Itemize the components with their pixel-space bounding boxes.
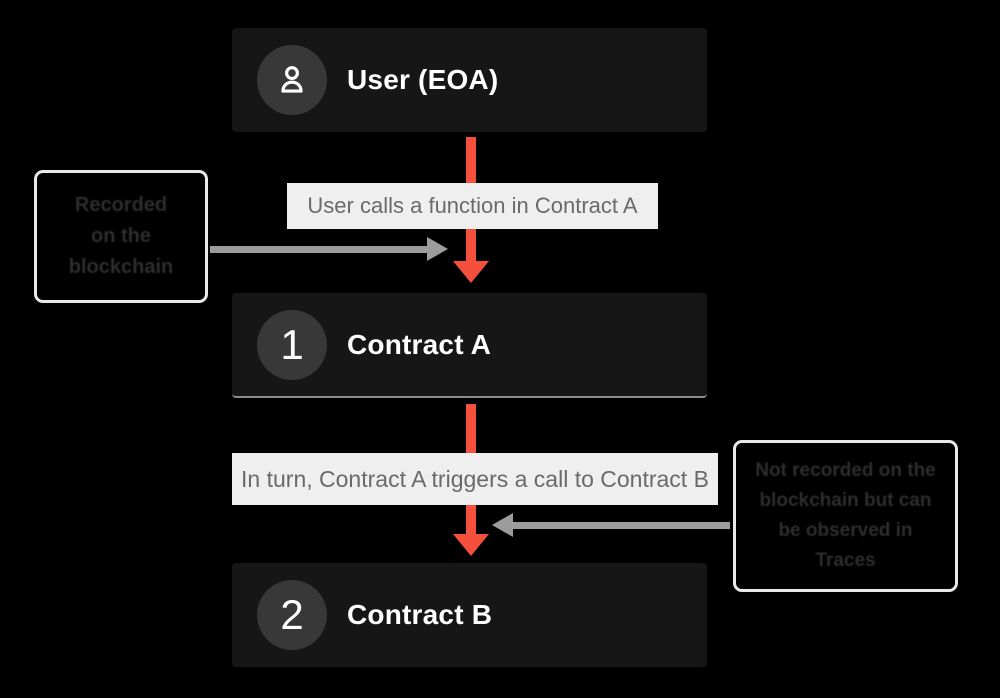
annotation-line: blockchain: [68, 256, 174, 278]
side-arrow-traces-head: [492, 513, 513, 537]
annotation-line: Traces: [815, 550, 876, 571]
edge-label-user-calls: User calls a function in Contract A: [287, 183, 658, 229]
node-user-title: User (EOA): [347, 64, 499, 95]
node-contract-b-title: Contract B: [347, 599, 493, 630]
user-icon: [273, 61, 311, 99]
annotation-line: Not recorded on the: [755, 460, 936, 481]
user-avatar-circle: [257, 45, 327, 115]
node-user-eoa: User (EOA): [232, 28, 707, 132]
annotation-line: be observed in: [778, 520, 913, 541]
annotation-line: blockchain but can: [759, 490, 932, 511]
step-number: 2: [280, 591, 304, 638]
annotation-line: on the: [91, 225, 151, 247]
step-badge-1: 1: [257, 309, 327, 380]
side-arrow-traces-stem: [513, 522, 730, 529]
annotation-not-recorded-traces: Not recorded on the blockchain but can b…: [733, 440, 958, 592]
side-arrow-recorded-stem: [210, 246, 427, 253]
step-number: 1: [280, 320, 304, 368]
node-contract-b: 2 Contract B: [232, 563, 707, 667]
flow-arrow-user-to-a-head: [453, 261, 489, 283]
flow-arrow-a-to-b-head: [453, 534, 489, 556]
node-contract-a-title: Contract A: [347, 328, 492, 360]
node-contract-a: 1 Contract A: [232, 293, 707, 398]
annotation-recorded-on-blockchain: Recorded on the blockchain: [34, 170, 208, 303]
step-badge-2: 2: [257, 580, 327, 650]
edge-label-a-triggers-b: In turn, Contract A triggers a call to C…: [232, 453, 718, 505]
side-arrow-recorded-head: [427, 237, 448, 261]
annotation-line: Recorded: [74, 194, 168, 216]
